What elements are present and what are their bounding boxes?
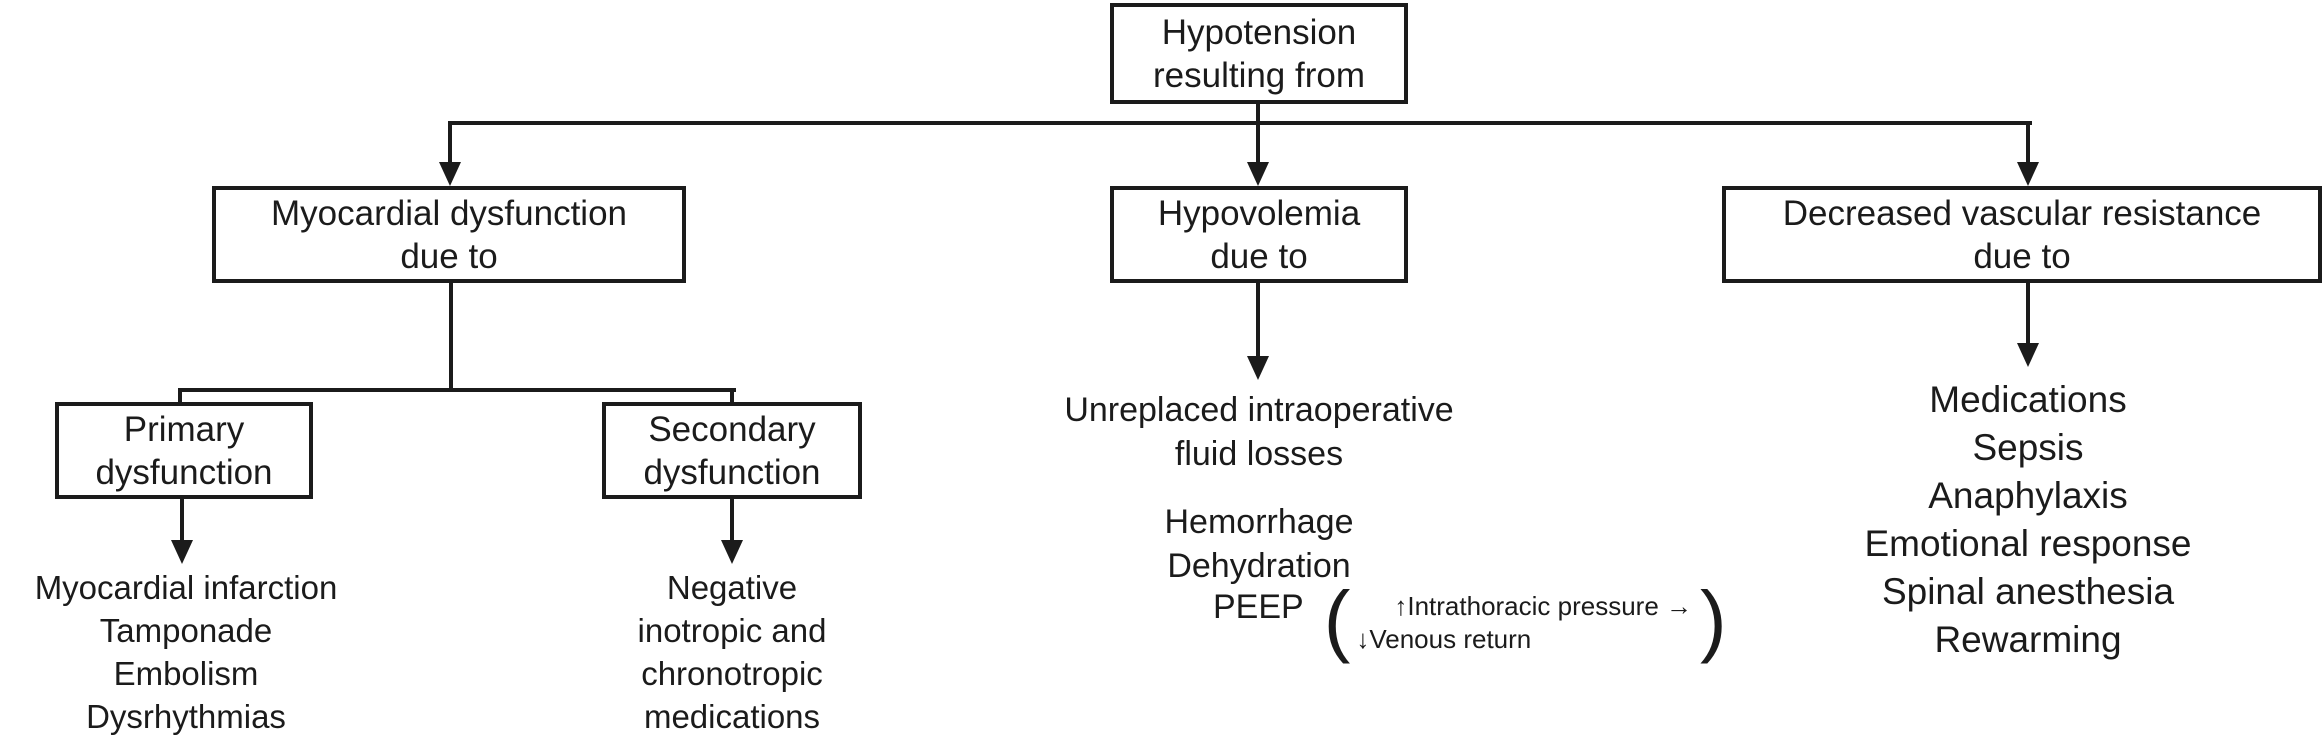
connector-vascular-arrow [2026,281,2030,347]
connector-primary-arrow [180,499,184,544]
list-item: Negative [666,569,798,606]
box-secondary-dysfunction: Secondary dysfunction [602,402,862,499]
list-item: Medications [1929,379,2127,420]
arrow-down-icon [1247,162,1269,186]
close-paren: ) [1700,575,1727,664]
box-decreased-vascular-resistance: Decreased vascular resistance due to [1722,186,2322,283]
list-item: Anaphylaxis [1928,475,2128,516]
peep-row: PEEP ( ↑Intrathoracic pressure → ↓Venous… [1213,580,1727,660]
list-item: Sepsis [1972,427,2084,468]
arrow-down-icon [171,540,193,564]
list-item: Hemorrhage [1164,503,1354,541]
root-box-line2: resulting from [1152,55,1366,95]
connector-right-branch [2026,121,2030,166]
list-item: Dysrhythmias [86,698,286,735]
connector-hypovolemia-arrow [1256,281,1260,360]
box-vascular-line1: Decreased vascular resistance [1782,193,2262,233]
peep-detail: ↑Intrathoracic pressure → ↓Venous return [1356,590,1692,656]
connector-myocardial-stub [449,281,453,392]
box-secondary-line1: Secondary [648,409,816,449]
root-box-hypotension: Hypotension resulting from [1110,3,1408,104]
list-item: medications [643,698,821,735]
connector-secondary-arrow [730,499,734,544]
list-item: Dehydration [1167,547,1351,585]
secondary-causes-list: Negative inotropic and chronotropic medi… [546,566,918,738]
connector-middle-branch [1256,121,1260,166]
box-primary-dysfunction: Primary dysfunction [55,402,313,499]
peep-detail-line2: ↓Venous return [1356,624,1532,654]
arrow-down-icon [2017,343,2039,367]
open-paren: ( [1323,575,1351,664]
hypovolemia-causes-list: Hemorrhage Dehydration [1020,500,1498,588]
list-item: Tamponade [99,612,273,649]
peep-label: PEEP [1213,588,1304,626]
box-hypovolemia: Hypovolemia due to [1110,186,1408,283]
connector-left-branch [448,121,452,166]
root-box-line1: Hypotension [1161,12,1357,52]
vascular-causes-list: Medications Sepsis Anaphylaxis Emotional… [1788,376,2268,664]
box-myocardial-line1: Myocardial dysfunction [271,193,627,233]
box-myocardial-line2: due to [400,236,498,276]
box-myocardial-dysfunction: Myocardial dysfunction due to [212,186,686,283]
box-primary-line2: dysfunction [95,452,273,492]
box-hypovolemia-line1: Hypovolemia [1157,193,1361,233]
arrow-down-icon [439,162,461,186]
list-item: Embolism [113,655,259,692]
arrow-down-icon [2017,162,2039,186]
box-secondary-line2: dysfunction [643,452,821,492]
arrow-down-icon [1247,356,1269,380]
connector-main-horizontal [448,121,2032,125]
list-item: Emotional response [1864,523,2192,564]
list-item: Unreplaced intraoperative [1064,391,1454,429]
connector-primary-stub [178,390,182,404]
list-item: chronotropic [641,655,823,692]
box-primary-line1: Primary [123,409,245,449]
list-item: Rewarming [1934,619,2122,660]
list-item: inotropic and [637,612,827,649]
connector-root-stub [1256,103,1260,123]
peep-detail-line1: ↑Intrathoracic pressure → [1394,591,1693,621]
connector-secondary-stub [730,390,734,404]
list-item: Spinal anesthesia [1881,571,2175,612]
connector-subtree-horizontal [178,388,736,392]
box-vascular-line2: due to [1973,236,2071,276]
fluid-losses-text: Unreplaced intraoperative fluid losses [1020,388,1498,476]
box-hypovolemia-line2: due to [1210,236,1308,276]
arrow-down-icon [721,540,743,564]
list-item: Myocardial infarction [34,569,338,606]
primary-causes-list: Myocardial infarction Tamponade Embolism… [0,566,372,738]
list-item: fluid losses [1174,435,1344,473]
